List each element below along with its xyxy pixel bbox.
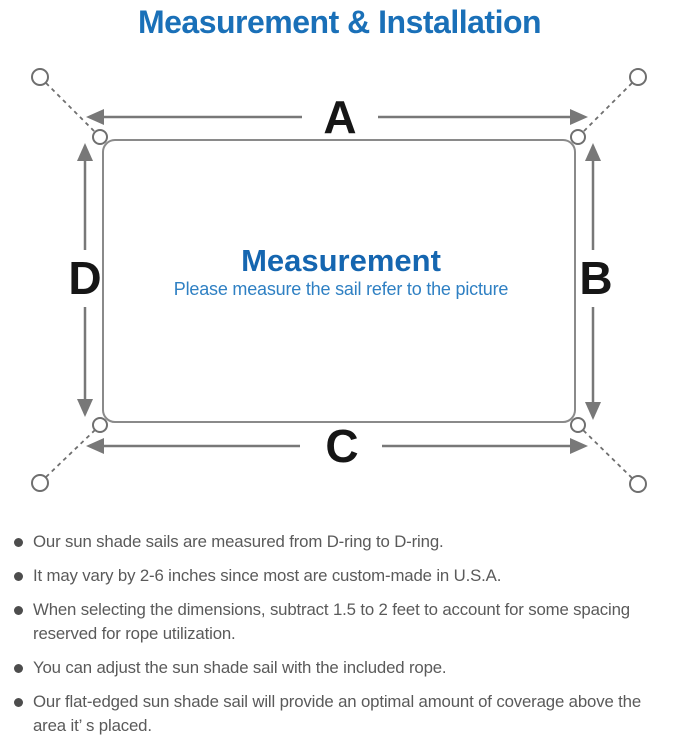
dimension-arrow-a [86, 109, 588, 125]
dimension-label-c: C [325, 420, 358, 472]
dimension-arrow-c [86, 438, 588, 454]
rope-line-top-right [582, 82, 633, 133]
bullet-icon [14, 606, 23, 615]
rope-line-top-left [45, 82, 96, 133]
note-item: Our flat-edged sun shade sail will provi… [10, 690, 671, 738]
note-text: It may vary by 2-6 inches since most are… [33, 566, 502, 585]
anchor-point-top-left-icon [31, 68, 49, 86]
dimension-label-a: A [323, 91, 356, 143]
rope-line-bottom-left [45, 429, 96, 478]
diagram-center-subtitle: Please measure the sail refer to the pic… [174, 279, 509, 299]
d-ring-bottom-right-icon [570, 417, 586, 433]
bullet-icon [14, 698, 23, 707]
dimension-label-d: D [68, 252, 101, 304]
note-text: Our sun shade sails are measured from D-… [33, 532, 444, 551]
d-ring-top-right-icon [570, 129, 586, 145]
dimension-arrow-b [585, 143, 601, 420]
notes-list: Our sun shade sails are measured from D-… [10, 530, 671, 748]
bullet-icon [14, 664, 23, 673]
note-item: It may vary by 2-6 inches since most are… [10, 564, 671, 588]
d-ring-bottom-left-icon [92, 417, 108, 433]
note-text: When selecting the dimensions, subtract … [33, 600, 630, 643]
diagram-center-title: Measurement [241, 243, 441, 278]
measurement-diagram: A C D B Measurement Please measure the s… [31, 68, 647, 493]
anchor-point-top-right-icon [629, 68, 647, 86]
dimension-arrow-d [77, 143, 93, 417]
note-item: Our sun shade sails are measured from D-… [10, 530, 671, 554]
anchor-point-bottom-right-icon [629, 475, 647, 493]
note-text: Our flat-edged sun shade sail will provi… [33, 692, 642, 735]
bullet-icon [14, 538, 23, 547]
note-item: When selecting the dimensions, subtract … [10, 598, 671, 646]
note-item: You can adjust the sun shade sail with t… [10, 656, 671, 680]
dimension-label-b: B [579, 252, 612, 304]
d-ring-top-left-icon [92, 129, 108, 145]
rope-line-bottom-right [582, 429, 633, 479]
bullet-icon [14, 572, 23, 581]
note-text: You can adjust the sun shade sail with t… [33, 658, 447, 677]
anchor-point-bottom-left-icon [31, 474, 49, 492]
sail-rectangle [102, 139, 576, 423]
page-title: Measurement & Installation [137, 4, 542, 40]
